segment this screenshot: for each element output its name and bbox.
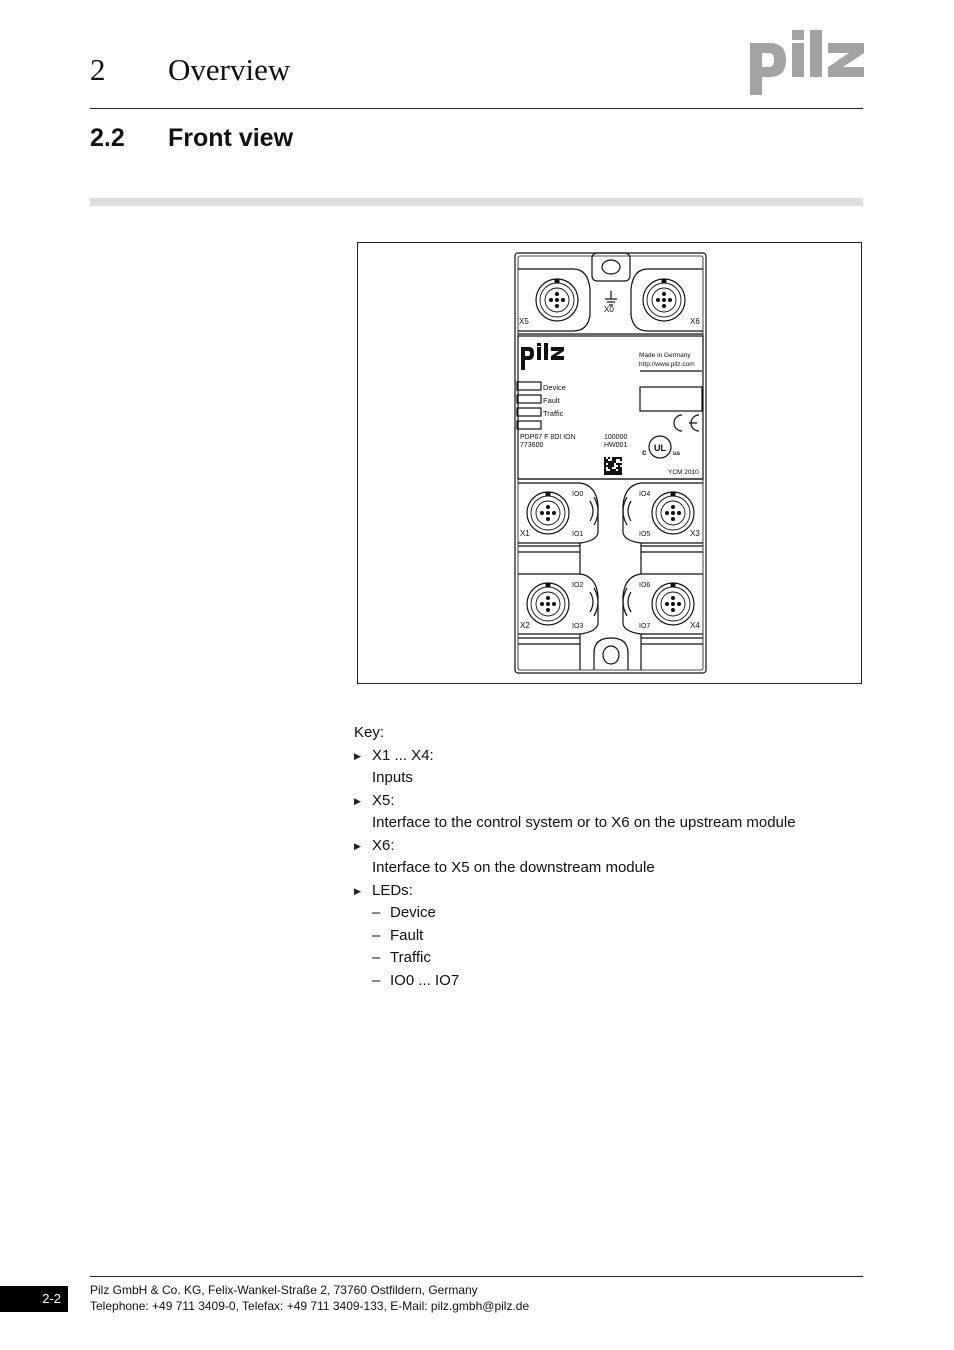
ul-us: us (673, 451, 681, 457)
label-io4: IO4 (639, 491, 650, 498)
label-io6: IO6 (639, 582, 650, 589)
made-in-text: Made in Germany (639, 352, 691, 359)
key-item-label: ▶ LEDs: (354, 880, 796, 903)
bullet-arrow-icon: ▶ (354, 795, 361, 806)
label-io1: IO1 (572, 531, 583, 538)
label-io3: IO3 (572, 623, 583, 630)
label-io0: IO0 (572, 491, 583, 498)
led-device-label: Device (543, 383, 566, 392)
device-drawing: X5 X0 X6 Made in Germany http://www.pilz… (514, 252, 707, 674)
front-view-figure: X5 X0 X6 Made in Germany http://www.pilz… (357, 242, 862, 684)
label-x5: X5 (519, 317, 529, 326)
section-band (90, 198, 863, 206)
key-sub-item: –Fault (372, 926, 424, 944)
chapter-title: Overview (168, 52, 291, 87)
bullet-arrow-icon: ▶ (354, 750, 361, 761)
m12-connector-x6 (642, 278, 686, 322)
label-io5: IO5 (639, 531, 650, 538)
key-sub-item: –IO0 ... IO7 (372, 971, 460, 989)
ul-c: c (642, 448, 647, 457)
m12-connector-x3 (651, 491, 695, 535)
hw-version: HW001 (604, 442, 627, 449)
footer-rule (90, 1276, 863, 1277)
label-io2: IO2 (572, 582, 583, 589)
bullet-arrow-icon: ▶ (354, 840, 361, 851)
url-text: http://www.pilz.com (639, 361, 695, 368)
section-title: Front view (168, 124, 294, 152)
label-x1: X1 (520, 529, 530, 538)
label-x3: X3 (690, 529, 700, 538)
m12-connector-x2 (526, 582, 570, 626)
chapter-number: 2 (90, 52, 106, 87)
bullet-arrow-icon: ▶ (354, 885, 361, 896)
footer-address: Pilz GmbH & Co. KG, Felix-Wankel-Straße … (90, 1283, 478, 1297)
label-x6: X6 (690, 317, 700, 326)
datamatrix-code (604, 457, 622, 475)
led-traffic-label: Traffic (543, 409, 564, 418)
key-item-label: ▶ X6: (354, 835, 796, 858)
page-number: 2-2 (0, 1286, 68, 1312)
m12-connector-x4 (651, 582, 695, 626)
key-title: Key: (354, 724, 385, 741)
m12-connector-x1 (526, 491, 570, 535)
label-x0: X0 (604, 305, 614, 314)
label-x4: X4 (690, 621, 700, 630)
label-io7: IO7 (639, 623, 650, 630)
pilz-logo (750, 30, 864, 95)
key-item-desc: Inputs (372, 769, 413, 786)
key-item-desc: Interface to X5 on the downstream module (372, 859, 655, 876)
key-sub-item: –Traffic (372, 949, 431, 966)
section-number: 2.2 (90, 124, 125, 152)
led-fault-label: Fault (543, 396, 561, 405)
product-name: PDP67 F 8DI ION (520, 434, 576, 441)
ycm-text: YCM 2010 (668, 469, 699, 476)
key-item-label: ▶ X1 ... X4: (354, 745, 796, 768)
figure-key: Key: ▶ X1 ... X4: Inputs ▶ X5: Interface… (354, 722, 796, 992)
m12-connector-x5 (535, 278, 579, 322)
product-number: 773600 (520, 442, 543, 449)
ul-mark: UL (654, 443, 666, 453)
serial-number: 100000 (604, 434, 627, 441)
footer-contact: Telephone: +49 711 3409-0, Telefax: +49 … (90, 1299, 530, 1313)
header-rule (90, 108, 863, 109)
key-sub-item: –Device (372, 904, 436, 921)
key-item-label: ▶ X5: (354, 790, 796, 813)
label-x2: X2 (520, 621, 530, 630)
key-item-desc: Interface to the control system or to X6… (372, 814, 796, 831)
